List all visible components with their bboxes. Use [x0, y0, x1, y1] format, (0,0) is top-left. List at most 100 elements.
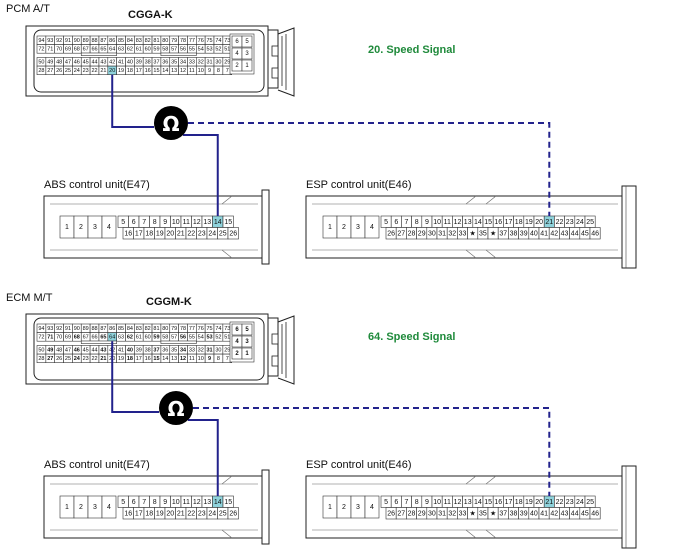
pcm-1-pin-12-label: 12 — [180, 356, 186, 362]
esp-0-pin-22-label: 22 — [556, 219, 564, 226]
pcm-1-pin-83-label: 83 — [136, 326, 142, 332]
pcm-0-pin-67-label: 67 — [83, 46, 89, 52]
pcm-0-pin-22-label: 22 — [91, 68, 97, 74]
pcm-1-pin-77-label: 77 — [189, 326, 195, 332]
pcm-1-side-pin-1-label: 1 — [245, 351, 249, 357]
pcm-0-side-pin-2-label: 2 — [235, 63, 239, 69]
wire-0-meter-to-esp — [188, 122, 551, 216]
pcm-0-side-pin-4-label: 4 — [235, 51, 239, 57]
esp-1-pin-b-18-label: 44 — [571, 510, 579, 517]
ohmmeter-0-icon — [154, 106, 188, 140]
pcm-1-latch-wedge — [277, 315, 295, 385]
pcm-1-pin-69-label: 69 — [65, 334, 71, 340]
pcm-0-side-pin-3-label: 3 — [245, 51, 249, 57]
pcm-0-pin-8-label: 8 — [217, 68, 220, 74]
esp-1-pin-24-label: 24 — [576, 499, 584, 506]
pcm-1-pin-10-label: 10 — [198, 356, 204, 362]
pcm-1-pin-44-label: 44 — [91, 347, 97, 353]
pcm-0-pin-81-label: 81 — [153, 38, 159, 44]
pcm-1-side-pin-5 — [241, 323, 253, 336]
pcm-0-pin-85-label: 85 — [118, 38, 124, 44]
ohmmeter-1-symbol: Ω — [167, 397, 184, 421]
pcm-0-pin-16-label: 16 — [145, 68, 151, 74]
esp-0-pin-19-label: 19 — [525, 219, 533, 226]
pcm-1-pin-91-label: 91 — [65, 326, 71, 332]
esp-1-pin-b-20 — [589, 507, 601, 520]
esp-0-pin-16-label: 16 — [494, 219, 502, 226]
pcm-0-pin-37-label: 37 — [153, 59, 159, 65]
pcm-0-pin-49-label: 49 — [47, 59, 53, 65]
pcm-1-pin-73-label: 73 — [224, 326, 230, 332]
esp-1-pin-12-label: 12 — [454, 499, 462, 506]
abs-1-pin-16-label: 16 — [124, 510, 132, 517]
abs-0-pin-17-label: 17 — [135, 230, 143, 237]
abs-1-pin-14-label: 14 — [214, 499, 222, 506]
pcm-1-pin-8-label: 8 — [217, 356, 220, 362]
pcm-0-pin-57-label: 57 — [171, 46, 177, 52]
abs-1-pin-11-label: 11 — [183, 499, 190, 506]
pcm-0-pin-80-label: 80 — [162, 38, 168, 44]
abs-0-bevel — [221, 195, 233, 259]
pcm-0-pin-48-label: 48 — [56, 59, 62, 65]
pcm-1-side-pin-5-label: 5 — [245, 327, 249, 333]
abs-1-pin-9-label: 9 — [163, 499, 167, 506]
esp-0-pin-b-8-label: ★ — [470, 229, 476, 237]
esp-1-pin-9-label: 9 — [425, 499, 429, 506]
pcm-1-pin-26-label: 26 — [56, 356, 62, 362]
esp-1-bevel-1 — [465, 475, 477, 539]
esp-0-pin-b-14-label: 40 — [530, 230, 538, 237]
abs-0-pin-2-label: 2 — [79, 224, 83, 231]
pcm-1-pin-89-label: 89 — [83, 326, 89, 332]
pcm-0-pin-7-label: 7 — [226, 68, 229, 74]
esp-0-bevel-2 — [485, 195, 497, 259]
pcm-1-side-pin-2-label: 2 — [235, 351, 239, 357]
esp-0-pin-6-label: 6 — [394, 219, 398, 226]
abs-1-pin-19-label: 19 — [156, 510, 164, 517]
pcm-0-pin-88-label: 88 — [91, 38, 97, 44]
abs-0-pin-25-label: 25 — [219, 230, 227, 237]
abs-0-pin-19-label: 19 — [156, 230, 164, 237]
pcm-0-pin-94-label: 94 — [38, 38, 44, 44]
esp-1-pin-b-15-label: 41 — [540, 510, 548, 517]
esp-1-pin-23-label: 23 — [566, 499, 574, 506]
abs-0-pin-3-label: 3 — [93, 224, 97, 231]
abs-1-pin-20-label: 20 — [166, 510, 174, 517]
abs-1-pin-22-label: 22 — [187, 510, 195, 517]
abs-1-pin-12-label: 12 — [193, 499, 201, 506]
pcm-0-pin-91-label: 91 — [65, 38, 71, 44]
pcm-0-latch-tab2 — [271, 67, 279, 79]
pcm-0-pin-84-label: 84 — [127, 38, 133, 44]
pcm-0-side-pin-5-label: 5 — [245, 39, 249, 45]
pcm-1-pin-64-label: 64 — [109, 334, 115, 340]
esp-1-pin-6-label: 6 — [394, 499, 398, 506]
pcm-0-pin-56-label: 56 — [180, 46, 186, 52]
section-2-esp-label: ESP control unit(E46) — [306, 459, 412, 471]
esp-1-pin-b-0-label: 26 — [387, 510, 395, 517]
pcm-1-pin-72-label: 72 — [38, 334, 44, 340]
abs-0-pin-4 — [101, 215, 117, 239]
esp-1-pin-b-13-label: 39 — [520, 510, 528, 517]
pcm-1-pin-25-label: 25 — [65, 356, 71, 362]
pcm-0-pin-89-label: 89 — [83, 38, 89, 44]
wire-1-meter-to-esp — [193, 407, 551, 496]
esp-1-pin-b-17-label: 43 — [561, 510, 569, 517]
abs-1-pin-1-label: 1 — [65, 504, 69, 511]
pcm-1-pin-9-label: 9 — [208, 356, 211, 362]
esp-0-pin-14-label: 14 — [474, 219, 482, 226]
pcm-1-latch-tab1 — [271, 333, 279, 345]
pcm-1-pin-79-label: 79 — [171, 326, 177, 332]
abs-1-pin-6-label: 6 — [132, 499, 136, 506]
ohmmeter-0-symbol: Ω — [162, 112, 179, 136]
abs-1-pin-21-label: 21 — [177, 510, 185, 517]
abs-1-pin-26 — [227, 507, 239, 520]
pcm-0-side-pin-1-label: 1 — [245, 63, 249, 69]
esp-1-pin-b-16-label: 42 — [550, 510, 558, 517]
pcm-0-pin-86-label: 86 — [109, 38, 115, 44]
esp-0-pin-b-10-label: ★ — [490, 229, 496, 237]
abs-0-pin-12-label: 12 — [193, 219, 201, 226]
pcm-1-pin-43-label: 43 — [100, 347, 106, 353]
pcm-1-side-pin-6-label: 6 — [235, 327, 239, 333]
pcm-0-key-1 — [80, 52, 117, 56]
abs-1-pin-3-label: 3 — [93, 504, 97, 511]
pcm-1-pin-70-label: 70 — [56, 334, 62, 340]
